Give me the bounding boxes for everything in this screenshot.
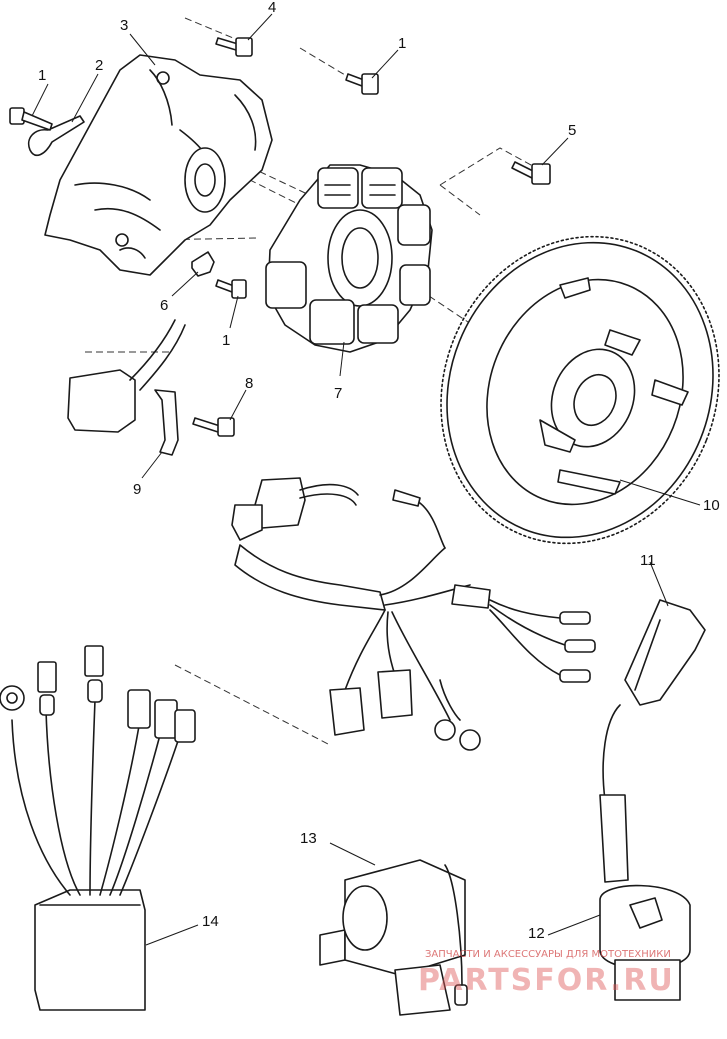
callout-6: 6 [160, 297, 168, 314]
callout-14: 14 [202, 913, 219, 930]
spark-plug-cap-part-11 [624, 599, 706, 706]
callout-1-top: 1 [398, 35, 406, 52]
bolt-part-1-middle [215, 279, 247, 299]
callout-11: 11 [640, 552, 656, 569]
callout-1-left: 1 [38, 67, 46, 84]
clamp-part-9 [67, 319, 186, 456]
cdi-box-part-14 [0, 645, 196, 1011]
callout-labels: 1 2 3 4 1 5 6 1 7 8 9 10 11 12 13 14 [38, 0, 720, 942]
stator-part-7 [265, 164, 433, 353]
callout-12: 12 [528, 925, 545, 942]
callout-1-middle: 1 [222, 332, 230, 349]
clip-part-6 [191, 251, 215, 277]
cotter-pin-part-2 [28, 115, 85, 157]
callout-2: 2 [95, 57, 103, 74]
callout-10: 10 [703, 497, 720, 514]
bolt-part-4 [215, 37, 253, 57]
callout-9: 9 [133, 481, 141, 498]
watermark-logo: PARTSFOR.RU [418, 963, 675, 998]
callout-5: 5 [568, 122, 576, 139]
watermark: ЗАПЧАСТИ И АКСЕССУАРЫ ДЛЯ МОТОТЕХНИКИ PA… [418, 949, 675, 998]
ignition-coil-part-12 [599, 704, 691, 1001]
bolt-part-1-left [9, 107, 53, 131]
wiring-harness [231, 477, 596, 751]
leader-lines [31, 13, 701, 946]
callout-3: 3 [120, 17, 128, 34]
bolt-part-8 [192, 417, 235, 437]
bolt-part-5 [511, 161, 551, 185]
callout-4: 4 [268, 0, 276, 16]
flywheel-part-10 [440, 235, 720, 545]
callout-7: 7 [334, 385, 342, 402]
solenoid-part-13 [319, 859, 468, 1016]
bolt-part-1-top [345, 73, 379, 95]
callout-8: 8 [245, 375, 253, 392]
watermark-tagline: ЗАПЧАСТИ И АКСЕССУАРЫ ДЛЯ МОТОТЕХНИКИ [425, 949, 671, 960]
stator-housing-part-3 [44, 54, 273, 276]
callout-13: 13 [300, 830, 317, 847]
